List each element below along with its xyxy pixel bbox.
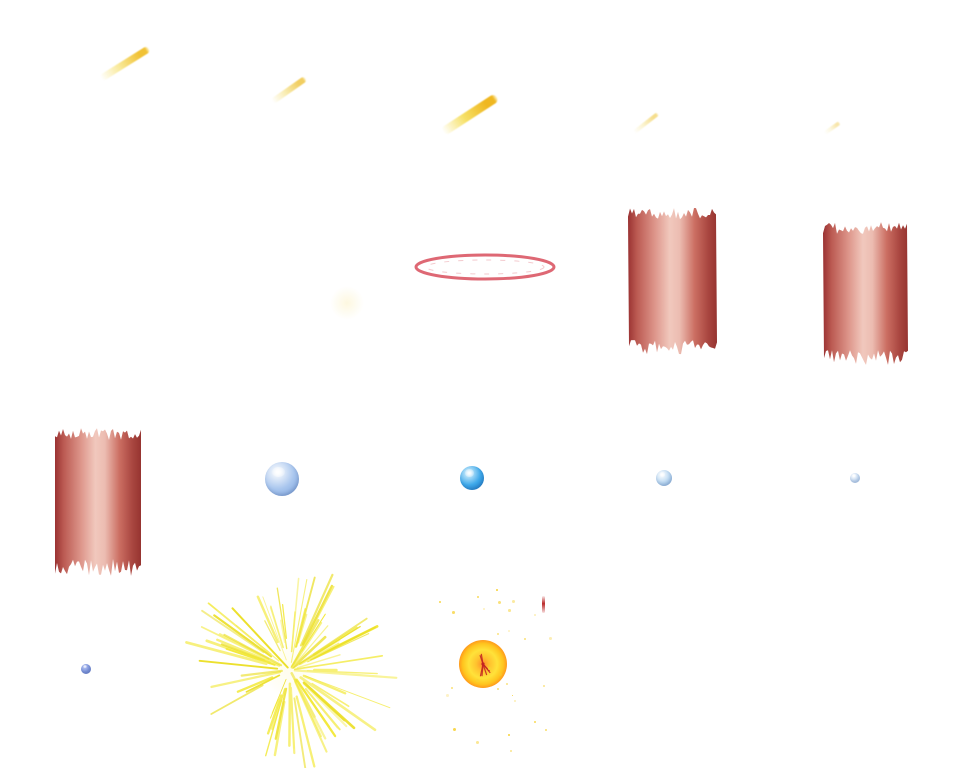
sparkle-dot [468, 653, 470, 655]
bubble-small [656, 470, 672, 486]
sparkle-dot [498, 601, 501, 604]
bubble-tiny [850, 473, 860, 483]
dot-blue [81, 664, 91, 674]
sparkle-dot [451, 687, 454, 690]
sparkle-field [436, 588, 552, 753]
sparkle-dot [476, 679, 479, 682]
sparkle-dot [496, 589, 498, 591]
bubble-tiny-highlight [852, 474, 856, 478]
sparkle-dot [514, 700, 516, 702]
sparkle-dot [446, 694, 449, 697]
sparkle-dot [488, 667, 491, 670]
sparkle-dot [508, 734, 511, 737]
dot-blue-highlight [83, 665, 87, 669]
sparkle-dot [483, 608, 485, 610]
sparkle-dot [497, 688, 500, 691]
bubble-medium-highlight [465, 469, 474, 477]
sparkle-dot [506, 683, 509, 686]
comet-large-1 [99, 45, 151, 81]
sparkle-dot [510, 750, 513, 753]
comet-faint-2 [823, 121, 841, 135]
sparkle-dot [545, 729, 547, 731]
sparkle-dot [534, 721, 536, 723]
bubble-small-highlight [659, 472, 666, 478]
sparkle-dot [453, 728, 456, 731]
sparkle-dot [452, 611, 455, 614]
bubble-large [265, 462, 299, 496]
sparkle-dot [524, 638, 526, 640]
sparkle-dot [512, 600, 515, 603]
comet-large-2 [440, 92, 500, 136]
sparkle-dot [439, 601, 441, 603]
sparkle-dot [549, 637, 552, 640]
sparkle-dot [543, 685, 545, 687]
red-streak [542, 596, 545, 613]
sparkle-dot [508, 630, 510, 632]
sparkle-dot [534, 614, 536, 616]
sparkle-dot [497, 633, 500, 636]
sparkle-dot [476, 741, 480, 745]
comet-small-1 [270, 76, 308, 104]
faint-glow-blob [330, 286, 364, 320]
sparkle-dot [512, 695, 514, 697]
glow-orb [459, 640, 507, 688]
bubble-medium [460, 466, 484, 490]
sparkle-dot [477, 596, 480, 599]
sparkle-dot [499, 673, 502, 676]
comet-faint-1 [632, 112, 660, 134]
bubble-large-highlight [272, 466, 285, 477]
sparkle-dot [508, 609, 511, 612]
